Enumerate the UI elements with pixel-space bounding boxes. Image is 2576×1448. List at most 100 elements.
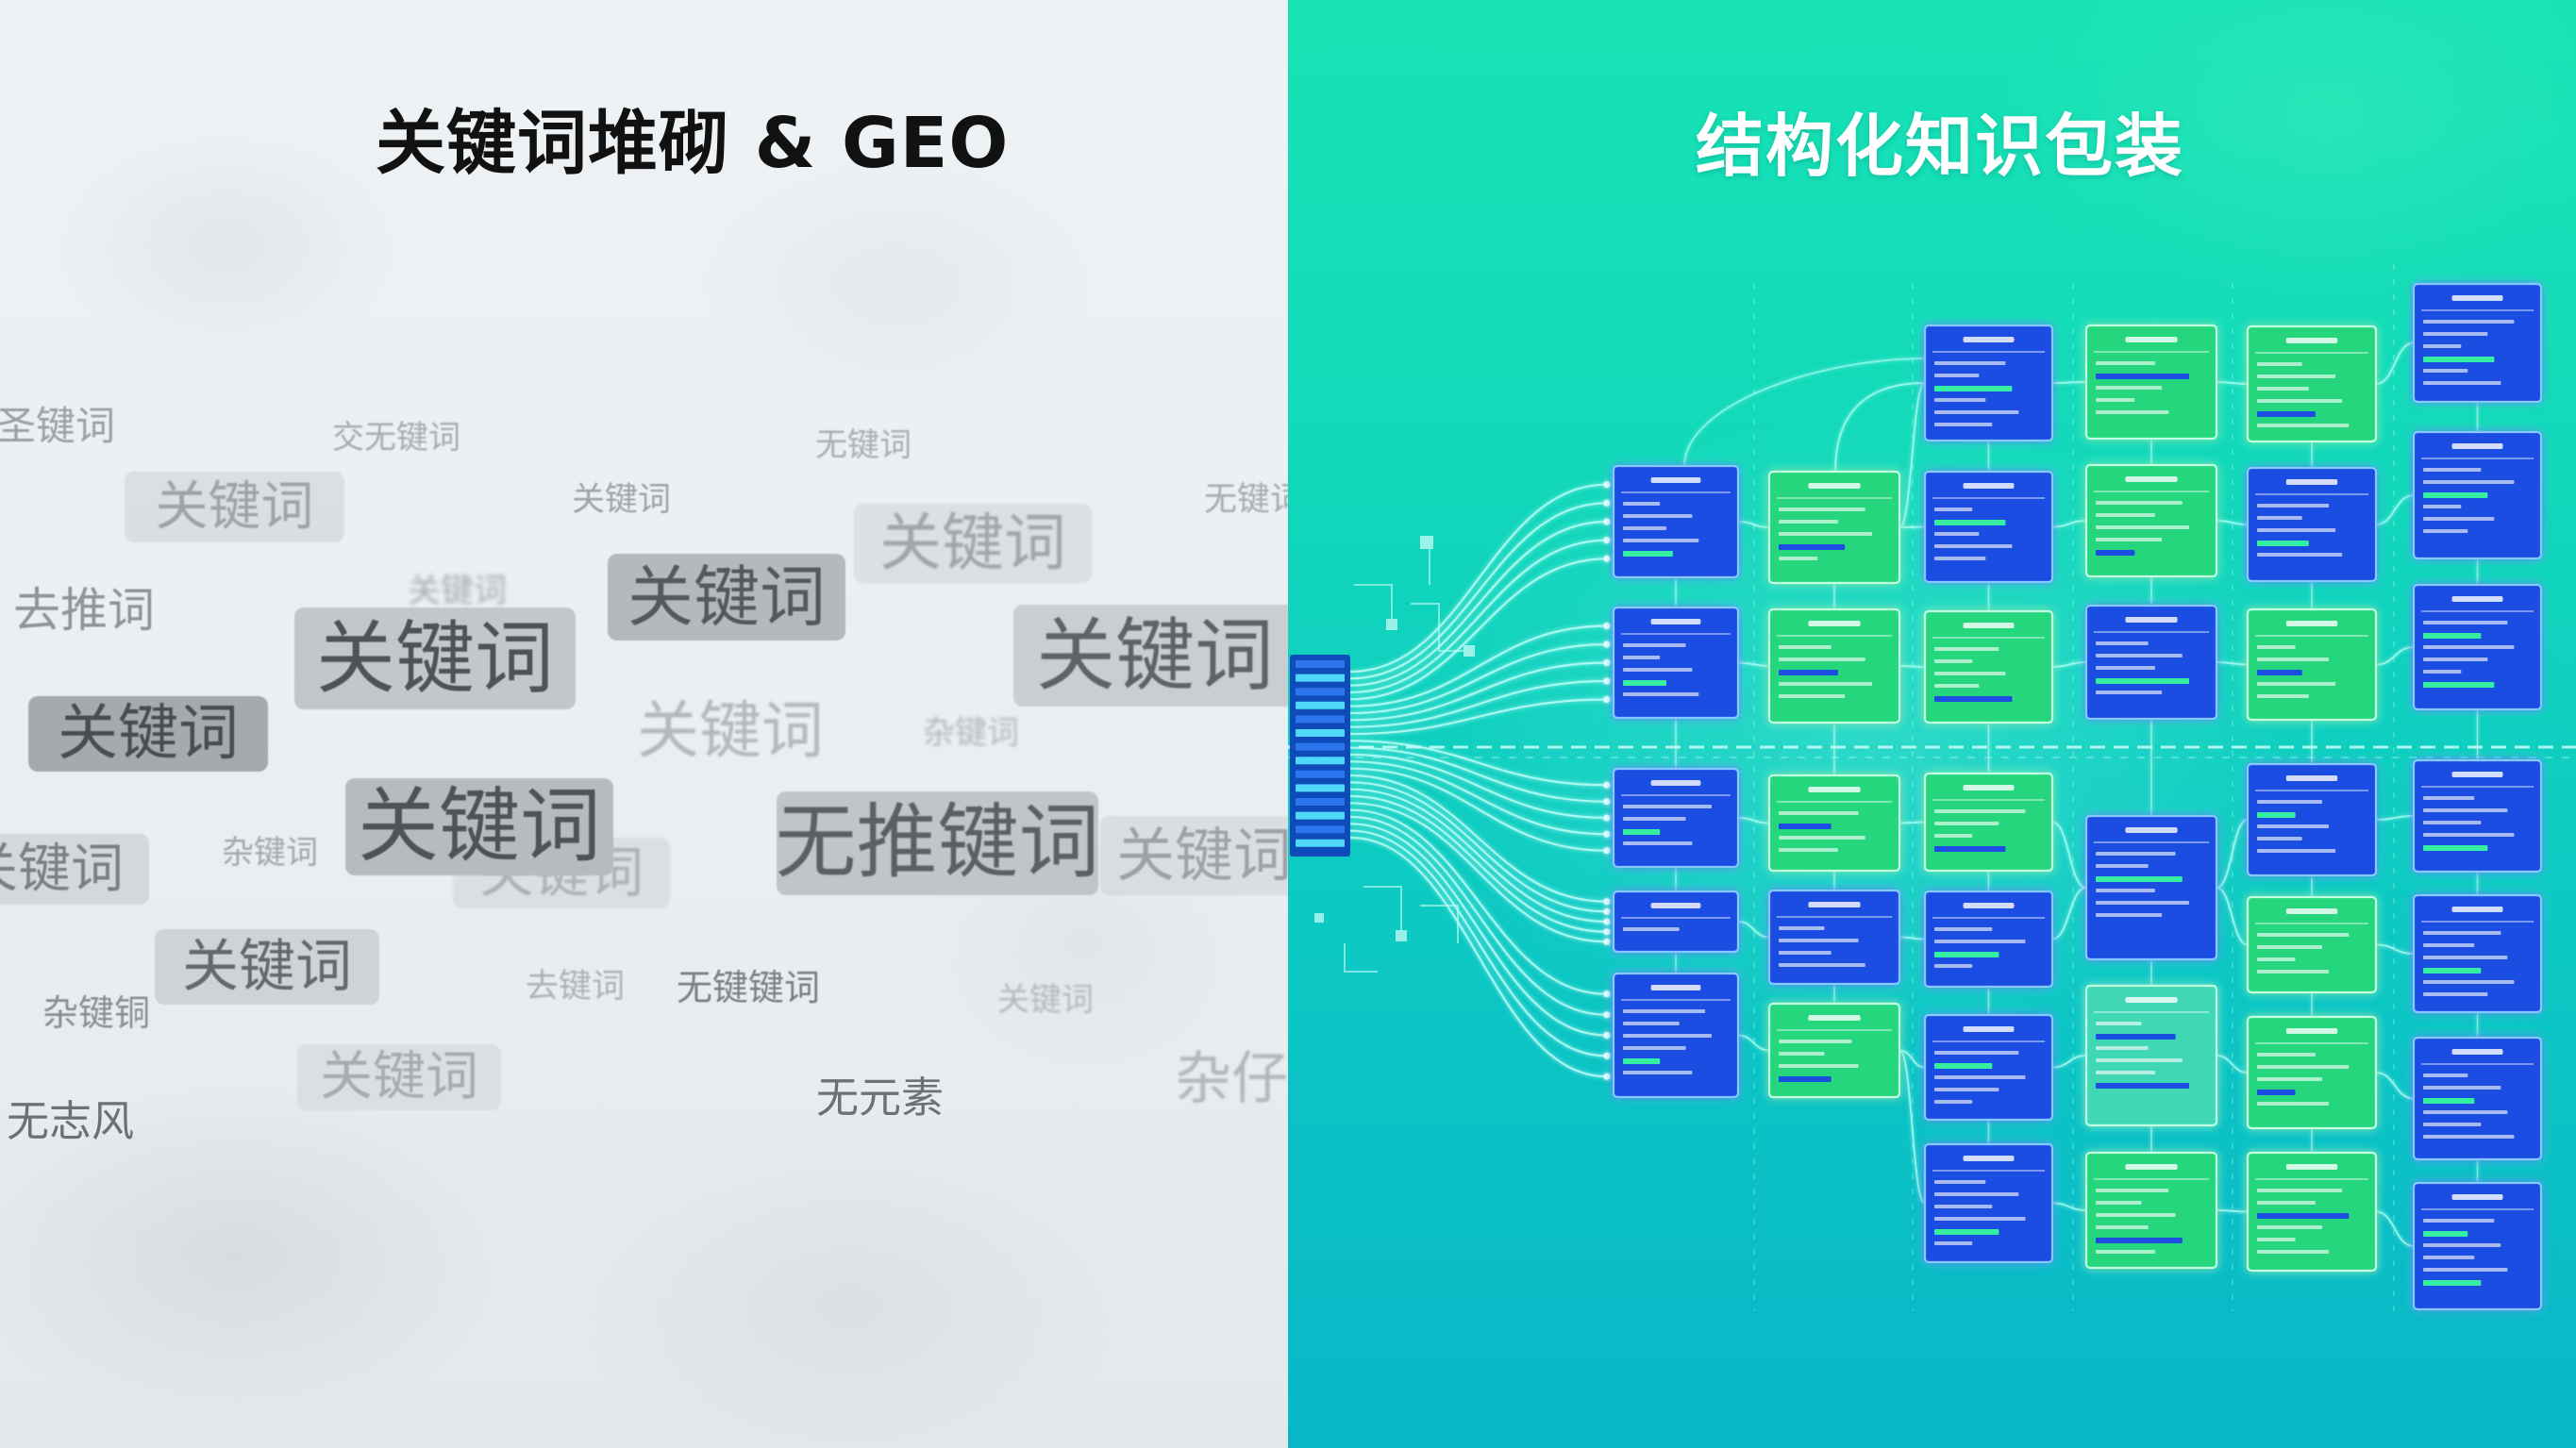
card-text-line xyxy=(1779,682,1872,686)
connector-line xyxy=(2216,520,2249,525)
card-title-bar xyxy=(1650,985,1701,990)
card-text-line xyxy=(1934,398,1986,402)
card xyxy=(2084,463,2218,578)
card-text-line xyxy=(1934,386,2013,391)
circuit-node xyxy=(1420,536,1433,549)
card-text-line xyxy=(2096,1238,2183,1243)
card-text-line xyxy=(2096,1058,2183,1062)
card-text-line xyxy=(1623,805,1712,808)
card-text-line xyxy=(1779,532,1872,536)
keyword-tag: 关键词 xyxy=(297,1044,501,1110)
card-text-line xyxy=(1779,520,1838,524)
card-title-bar xyxy=(2285,621,2338,626)
card-text-line xyxy=(1934,927,1993,931)
card-text-line xyxy=(2423,1219,2495,1223)
card-text-line xyxy=(2096,1201,2142,1205)
card xyxy=(1612,464,1740,579)
card-text-line xyxy=(2257,1250,2329,1254)
connector-line xyxy=(2216,661,2249,666)
card xyxy=(2246,895,2378,994)
card-text-line xyxy=(2096,1046,2149,1050)
card-text-line xyxy=(2423,1123,2482,1126)
server-bar xyxy=(1296,729,1345,737)
card xyxy=(2412,1181,2543,1311)
card-title-bar xyxy=(1808,621,1861,626)
card xyxy=(1767,1002,1901,1099)
connector-line xyxy=(1899,1049,1926,1069)
junction-dot xyxy=(1603,481,1611,489)
card-text-line xyxy=(2423,796,2475,800)
connector-line xyxy=(1899,1049,1926,1205)
card-text-line xyxy=(1779,508,1865,511)
card-text-line xyxy=(2096,852,2176,856)
card-text-line xyxy=(2423,357,2495,362)
card-text-line xyxy=(1623,927,1680,931)
card-text-line xyxy=(2423,833,2515,837)
junction-dot xyxy=(1603,830,1611,838)
keyword-tag: 关键词 xyxy=(408,573,508,610)
card-text-line xyxy=(2423,808,2508,812)
card xyxy=(1923,609,2054,724)
connector-line xyxy=(2051,520,2087,528)
server-stack xyxy=(1290,655,1350,857)
card-title-bar xyxy=(2451,295,2503,301)
card-text-line xyxy=(1934,964,1973,968)
card-title-bar xyxy=(2285,908,2338,914)
card-title-bar xyxy=(2125,337,2178,342)
card xyxy=(2412,758,2543,874)
fan-line xyxy=(1349,794,1608,933)
card-text-line xyxy=(2096,1083,2189,1089)
keyword-tag: 去键词 xyxy=(526,968,626,1006)
card-title-bar xyxy=(2125,997,2178,1003)
card-title-bar xyxy=(1650,477,1701,483)
connector-line xyxy=(1834,382,1926,473)
card-text-line xyxy=(2257,657,2329,661)
card-text-line xyxy=(2257,516,2302,520)
card-text-line xyxy=(2257,970,2329,974)
junction-dot xyxy=(1603,641,1611,648)
card xyxy=(2412,430,2543,560)
card-text-line xyxy=(1623,1022,1680,1025)
card-text-line xyxy=(2096,410,2169,414)
card xyxy=(1923,470,2054,584)
card-text-line xyxy=(1934,952,1999,957)
card-body xyxy=(1612,890,1740,954)
card-text-line xyxy=(2423,670,2462,674)
fan-line xyxy=(1349,483,1608,674)
card-text-line xyxy=(1623,526,1666,530)
circuit-node xyxy=(1314,913,1324,923)
card xyxy=(1612,606,1740,720)
junction-dot xyxy=(1603,659,1611,666)
card xyxy=(2084,604,2218,721)
card xyxy=(1923,1142,2054,1264)
card-text-line xyxy=(2423,633,2482,639)
card-title-bar xyxy=(2451,772,2503,777)
keyword-tag: 关键词 xyxy=(854,504,1092,583)
fan-line xyxy=(1349,815,1608,1016)
card-text-line xyxy=(1623,656,1661,659)
card-text-line xyxy=(2096,361,2155,365)
card-text-line xyxy=(2257,1077,2322,1081)
connector-line xyxy=(2051,1055,2087,1069)
connector-line xyxy=(1737,1034,1770,1052)
card-text-line xyxy=(2423,381,2501,385)
card-text-line xyxy=(2423,943,2475,947)
connector-line xyxy=(1899,936,1926,940)
fan-line xyxy=(1349,558,1608,701)
card-text-line xyxy=(1934,1192,2019,1196)
fan-line xyxy=(1349,767,1608,852)
keyword-tag: 关键词 xyxy=(1100,816,1288,895)
card-text-line xyxy=(2096,525,2189,529)
card xyxy=(1923,890,2054,989)
junction-dot xyxy=(1603,938,1611,945)
card-text-line xyxy=(1623,692,1699,696)
fan-line xyxy=(1349,760,1608,836)
left-panel: 关键词堆砌 & GEO 圣键词 交无键词 无键词 关键词 关键词 无键词 关键词… xyxy=(0,0,1288,1448)
connector-line xyxy=(2375,494,2415,525)
card xyxy=(2084,814,2218,961)
keyword-tag: 关键词 xyxy=(155,929,379,1005)
card-text-line xyxy=(1623,817,1686,821)
card-text-line xyxy=(2096,901,2189,905)
card xyxy=(2412,583,2543,711)
card xyxy=(1923,772,2054,873)
